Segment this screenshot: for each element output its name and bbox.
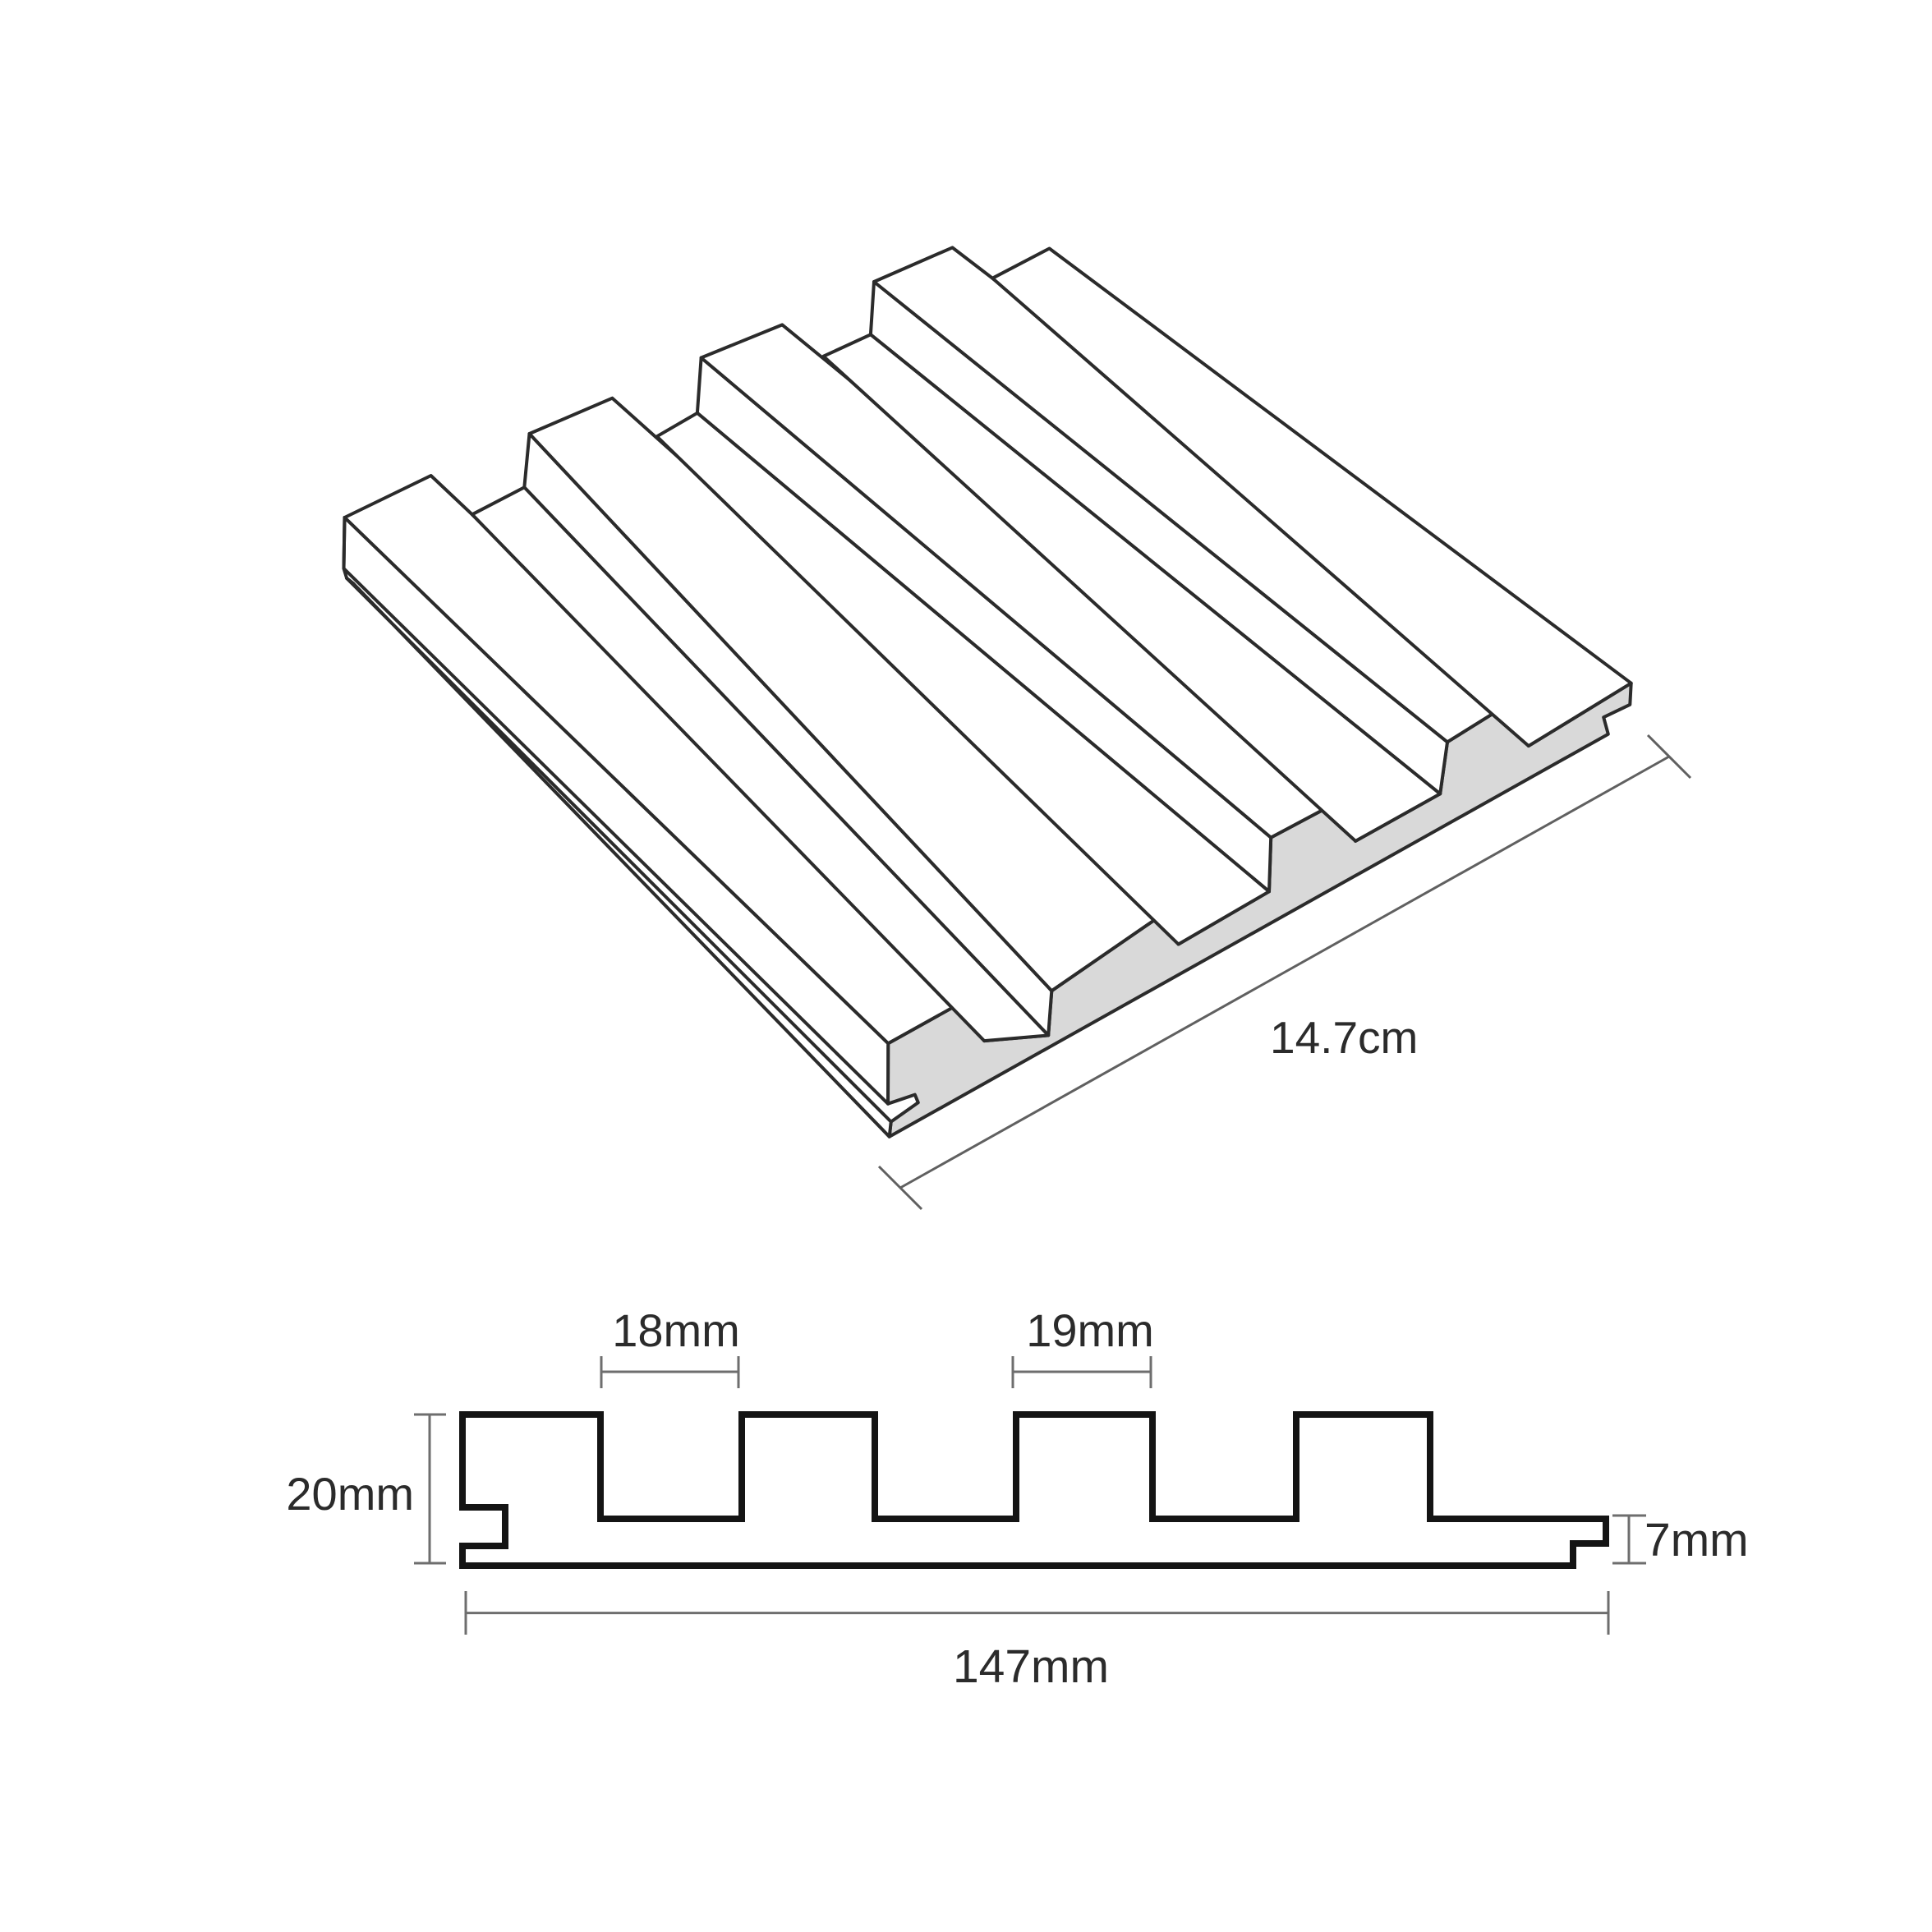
svg-text:18mm: 18mm [612, 1304, 740, 1356]
svg-text:19mm: 19mm [1026, 1304, 1154, 1356]
svg-text:20mm: 20mm [286, 1468, 414, 1520]
svg-text:7mm: 7mm [1644, 1514, 1749, 1566]
svg-text:14.7cm: 14.7cm [1270, 1012, 1418, 1063]
svg-text:147mm: 147mm [953, 1640, 1109, 1693]
